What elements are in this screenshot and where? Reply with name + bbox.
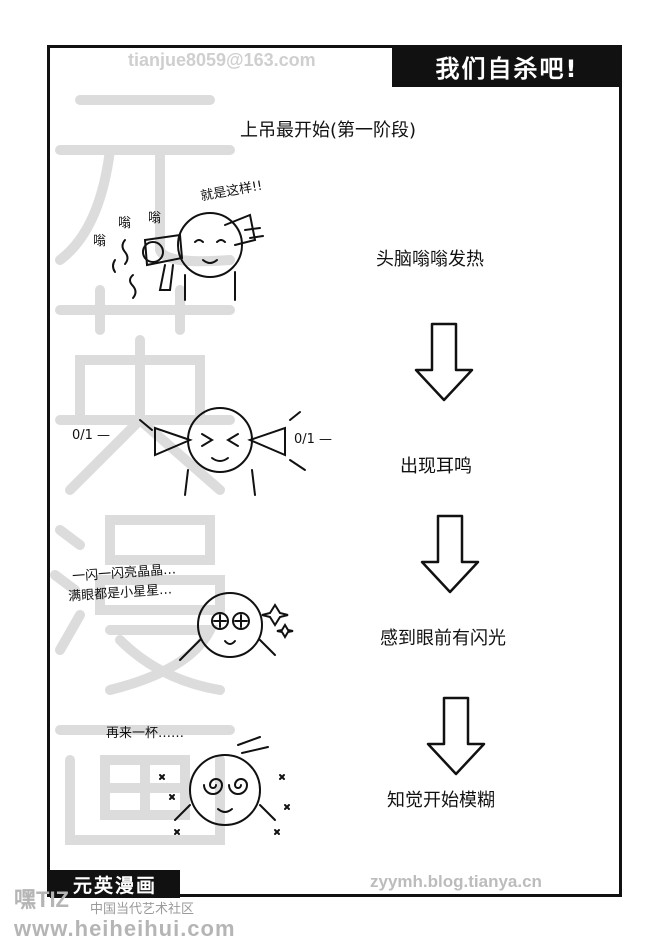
stage-1-buzz-b: 嗡 bbox=[118, 216, 132, 231]
comic-title: 我们自杀吧! bbox=[392, 45, 622, 87]
down-arrow-icon bbox=[420, 514, 480, 594]
footer-site-subtitle: 中国当代艺术社区 bbox=[90, 902, 195, 917]
stage-2-label: 出现耳鸣 bbox=[400, 456, 472, 477]
stage-heading: 上吊最开始(第一阶段) bbox=[240, 120, 417, 141]
starry-eyed-character-illustration bbox=[179, 592, 294, 661]
stage-2-sound-right: 0/1 — bbox=[294, 432, 333, 447]
stage-4-label: 知觉开始模糊 bbox=[387, 790, 495, 811]
comic-frame bbox=[47, 45, 622, 897]
stage-1-label: 头脑嗡嗡发热 bbox=[376, 249, 484, 270]
ear-ringing-character-illustration bbox=[139, 407, 306, 496]
down-arrow-icon bbox=[426, 696, 486, 776]
stage-1-buzz-a: 嗡 bbox=[93, 234, 107, 249]
author-email: tianjue8059@163.com bbox=[128, 50, 316, 70]
dizzy-character-illustration bbox=[159, 736, 290, 835]
brand-label: 元英漫画 bbox=[50, 870, 180, 898]
stage-1-buzz-c: 嗡 bbox=[148, 211, 162, 226]
stage-3-label: 感到眼前有闪光 bbox=[380, 628, 506, 649]
stage-2-sound-left: 0/1 — bbox=[72, 428, 111, 443]
stage-4-speech: 再来一杯…… bbox=[106, 726, 185, 741]
down-arrow-icon bbox=[414, 322, 474, 402]
footer-site-watermark: 嘿TIZ bbox=[14, 887, 69, 912]
footer-url-watermark: www.heiheihui.com bbox=[14, 916, 236, 941]
hair-dryer-character-illustration bbox=[112, 212, 264, 301]
blog-url: zyymh.blog.tianya.cn bbox=[370, 872, 542, 891]
